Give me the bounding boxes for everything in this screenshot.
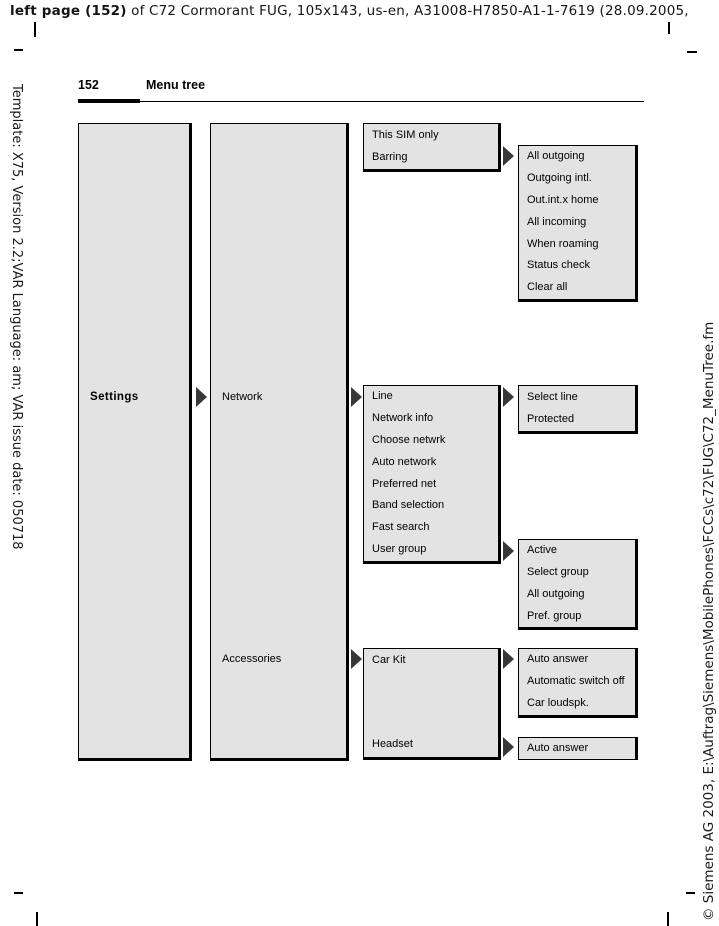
accessories-label: Accessories [222,653,282,665]
crop-mark-top-right-h [687,51,697,53]
menu-item: Network info [372,411,434,424]
menu-item: Headset [372,738,413,750]
arrow-right-icon [351,649,362,669]
menu-item: Select group [527,565,589,578]
crop-mark-bottom-right-v [667,912,669,926]
file-header-rest: of C72 Cormorant FUG, 105x143, us-en, A3… [126,3,689,19]
crop-mark-bottom-right-h [686,892,695,894]
menu-item: Choose netwrk [372,433,446,446]
network-label: Network [222,391,263,403]
file-header-text: left page (152) of C72 Cormorant FUG, 10… [10,3,689,19]
menu-item: Auto answer [527,742,589,754]
arrow-right-icon [503,541,514,561]
menu-box-headset-options: Auto answer [518,737,638,760]
menu-item: Car loudspk. [527,696,589,709]
menu-box-level2 [210,123,349,761]
menu-item: Preferred net [372,477,437,490]
copyright-margin-note: © Siemens AG 2003, E:\Auftrag\Siemens\Mo… [701,321,717,921]
page-number: 152 [78,78,99,92]
crop-mark-bottom-left-h [14,892,23,894]
crop-mark-top-left-h [14,49,23,51]
file-header-bold: left page (152) [10,3,127,19]
menu-box-barring: This SIM only Barring [363,123,501,172]
menu-item: Barring [372,150,408,163]
menu-item: This SIM only [372,129,439,141]
menu-item: Protected [527,412,575,425]
menu-box-car-kit-options: Auto answer Automatic switch off Car lou… [518,648,638,718]
crop-mark-bottom-left-v [36,912,38,926]
menu-item: All outgoing [527,150,585,162]
arrow-right-icon [503,387,514,407]
menu-item: Fast search [372,521,430,534]
menu-item: Band selection [372,499,445,512]
menu-item: Clear all [527,281,568,294]
menu-item: Car Kit [372,654,406,666]
arrow-right-icon [503,649,514,669]
crop-mark-top-left-v [34,22,36,37]
heading-rule-thin [140,100,644,102]
menu-item: Pref. group [527,609,582,622]
menu-item: Auto network [372,455,437,468]
menu-item: When roaming [527,237,599,250]
menu-item: Automatic switch off [527,674,625,687]
template-margin-note: Template: X75, Version 2.2;VAR Language:… [9,84,24,550]
menu-item: Out.int.x home [527,193,599,206]
page-title: Menu tree [146,78,206,92]
menu-item: User group [372,543,427,556]
menu-box-settings [78,123,192,761]
menu-box-accessories-sub: Car Kit Headset [363,648,501,760]
arrow-right-icon [351,387,362,407]
heading-rule-thick [78,99,140,103]
menu-item: Outgoing intl. [527,171,592,184]
menu-item: Line [372,390,393,402]
arrow-right-icon [503,146,514,166]
settings-label: Settings [90,391,139,403]
menu-item: Auto answer [527,653,589,665]
menu-item: Status check [527,259,590,272]
menu-box-line-options: Select line Protected [518,385,638,434]
menu-item: Active [527,544,557,556]
menu-box-network-sub: Line Network info Choose netwrk Auto net… [363,385,501,564]
menu-item: All incoming [527,215,587,228]
arrow-right-icon [196,387,207,407]
menu-item: All outgoing [527,587,585,600]
menu-box-barring-options: All outgoing Outgoing intl. Out.int.x ho… [518,145,638,302]
menu-item: Select line [527,391,578,403]
crop-mark-top-right-v [668,22,670,34]
menu-box-user-group-options: Active Select group All outgoing Pref. g… [518,539,638,630]
arrow-right-icon [503,737,514,757]
